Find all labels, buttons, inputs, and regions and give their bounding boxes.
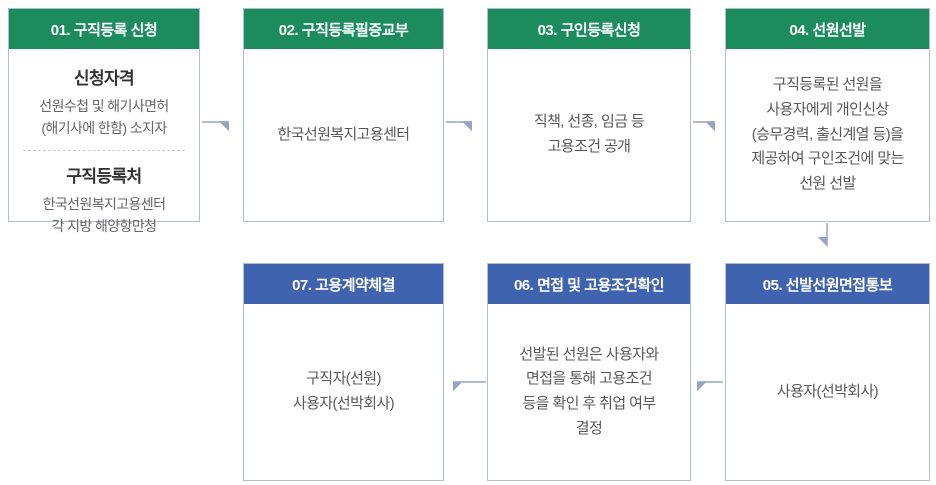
arrow-right-icon [446, 121, 472, 132]
step-07-title: 07. 고용계약체결 [244, 264, 443, 304]
step-01-section-2-title: 구직등록처 [66, 166, 142, 186]
flow-step-03: 03. 구인등록신청 직책, 선종, 임금 등 고용조건 공개 [487, 8, 691, 222]
step-02-title: 02. 구직등록필증교부 [244, 9, 443, 49]
step-06-title: 06. 면접 및 고용조건확인 [488, 264, 690, 304]
flow-step-04: 04. 선원선발 구직등록된 선원을 사용자에게 개인신상 (승무경력, 출신계… [725, 8, 930, 222]
step-04-body: 구직등록된 선원을 사용자에게 개인신상 (승무경력, 출신계열 등)을 제공하… [751, 76, 904, 193]
step-03-body: 직책, 선종, 임금 등 고용조건 공개 [533, 113, 645, 155]
arrow-left-icon [697, 381, 723, 392]
step-07-body: 구직자(선원) 사용자(선박회사) [292, 370, 395, 412]
step-01-section-2-text: 한국선원복지고용센터 각 지방 해양항만청 [42, 195, 166, 235]
arrow-right-icon [693, 121, 715, 132]
step-05-title: 05. 선발선원면접통보 [726, 264, 929, 304]
step-04-title: 04. 선원선발 [726, 9, 929, 49]
step-01-section-1-text: 선원수첩 및 해기사면허 (해기사에 한함) 소지자 [39, 98, 169, 137]
step-01-body: 신청자격 선원수첩 및 해기사면허 (해기사에 한함) 소지자 구직등록처 한국… [9, 49, 199, 234]
step-02-body: 한국선원복지고용센터 [277, 125, 410, 143]
flow-step-02: 02. 구직등록필증교부 한국선원복지고용센터 [243, 8, 444, 222]
flow-step-07: 07. 고용계약체결 구직자(선원) 사용자(선박회사) [243, 263, 444, 481]
step-05-body: 사용자(선박회사) [776, 382, 879, 400]
step-06-body: 선발된 선원은 사용자와 면접을 통해 고용조건 등을 확인 후 취업 여부 결… [519, 345, 659, 437]
step-01-title: 01. 구직등록 신청 [9, 9, 199, 49]
flow-step-05: 05. 선발선원면접통보 사용자(선박회사) [725, 263, 930, 481]
step-03-title: 03. 구인등록신청 [488, 9, 690, 49]
dashed-divider [23, 149, 185, 151]
arrow-right-icon [202, 121, 229, 132]
flow-step-01: 01. 구직등록 신청 신청자격 선원수첩 및 해기사면허 (해기사에 한함) … [8, 8, 200, 234]
flow-step-06: 06. 면접 및 고용조건확인 선발된 선원은 사용자와 면접을 통해 고용조건… [487, 263, 691, 481]
step-01-section-1-title: 신청자격 [73, 69, 135, 88]
arrow-down-icon [817, 223, 828, 247]
arrow-left-icon [453, 381, 486, 392]
